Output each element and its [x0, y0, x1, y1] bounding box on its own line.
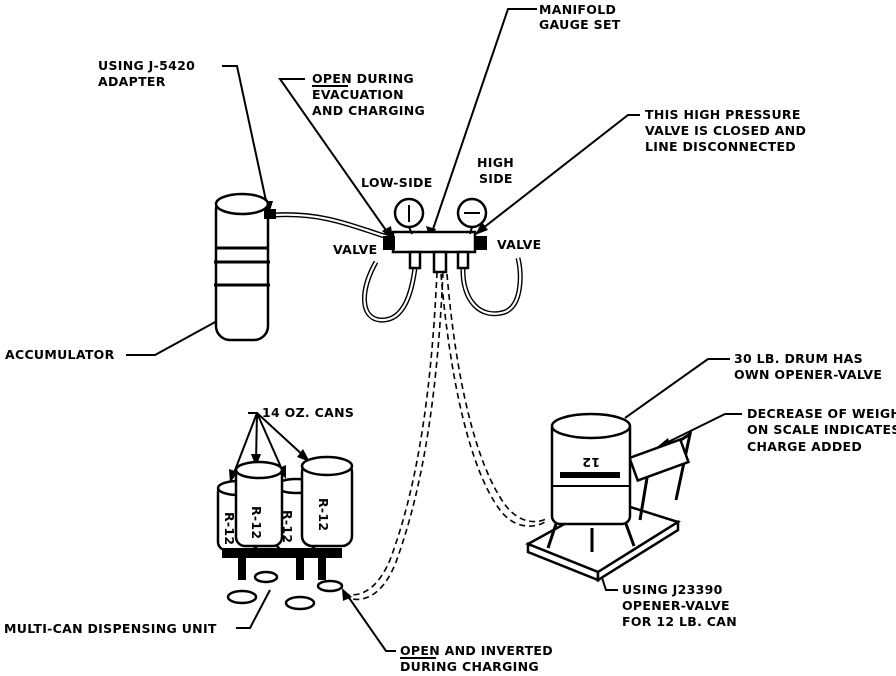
high-pressure-label-3: LINE DISCONNECTED	[645, 139, 796, 154]
center-fitting	[432, 250, 448, 274]
open-inverted-label-1: OPEN AND INVERTED	[400, 643, 553, 658]
adapter-leader	[222, 65, 269, 211]
open2-word: OPEN	[400, 643, 440, 658]
cans-arrowhead-4	[297, 449, 310, 462]
high-side-loop-hose	[460, 257, 523, 317]
drum-legs	[546, 523, 636, 552]
high-side-label-2: SIDE	[479, 171, 513, 186]
opener-label-1: USING J23390	[622, 582, 723, 597]
weight-label-3: CHARGE ADDED	[747, 439, 862, 454]
manifold-body	[391, 230, 477, 254]
can-label-3: R-12	[280, 510, 295, 543]
manifold-label-1: MANIFOLD	[539, 2, 616, 17]
cans-leader-3	[256, 412, 285, 475]
scale-dial	[627, 437, 691, 483]
can-valve-stem-3	[318, 558, 326, 580]
can-handle-1	[226, 589, 258, 605]
manifold-leader	[429, 8, 537, 239]
weight-label-1: DECREASE OF WEIGHT	[747, 406, 896, 421]
drum-on-scale: 12	[525, 412, 693, 583]
can-handle-3	[316, 579, 344, 593]
can-handle-2	[284, 595, 316, 611]
high-side-label-1: HIGH	[477, 155, 514, 170]
open-evac-label-2: EVACUATION	[312, 87, 404, 102]
low-side-label: LOW-SIDE	[361, 175, 433, 190]
low-fitting	[408, 250, 422, 270]
drum-number: 12	[582, 455, 600, 470]
drum-leader	[624, 358, 730, 419]
center-hose-to-drum	[440, 273, 546, 527]
can-4-top	[300, 455, 354, 477]
adapter-label-2: ADAPTER	[98, 74, 166, 89]
valve-left-label: VALVE	[333, 242, 377, 257]
cans-leader-2	[255, 412, 258, 463]
accumulator-top	[214, 192, 270, 216]
high-gauge-stem	[469, 226, 473, 235]
accumulator	[214, 192, 276, 342]
manifold-label-2: GAUGE SET	[539, 17, 621, 32]
open-during: DURING	[352, 71, 414, 86]
valve-right-label: VALVE	[497, 237, 541, 252]
can-2-top	[234, 460, 284, 480]
weight-label-2: ON SCALE INDICATES	[747, 422, 896, 437]
high-side-valve-knob	[475, 236, 487, 250]
drum-top	[550, 412, 632, 440]
can-valve-stem-1	[238, 558, 246, 580]
can-valve-stem-2	[296, 558, 304, 580]
cans-label: 14 OZ. CANS	[262, 405, 354, 420]
multi-can-unit: R-12 R-12 R-12 R-12	[216, 455, 354, 611]
high-pressure-arrowhead	[475, 222, 488, 235]
center-hose-to-cans	[341, 271, 438, 596]
multi-can-leader	[236, 589, 271, 629]
open-evac-leader	[278, 78, 391, 237]
weight-leader	[661, 413, 742, 446]
multi-can-label: MULTI-CAN DISPENSING UNIT	[4, 621, 217, 636]
accumulator-leader	[126, 314, 229, 356]
accumulator-label: ACCUMULATOR	[5, 347, 115, 362]
open-evac-label-1: OPEN DURING	[312, 71, 414, 86]
can-handle-4	[253, 570, 279, 584]
opener-label-3: FOR 12 LB. CAN	[622, 614, 737, 629]
high-pressure-label-2: VALVE IS CLOSED AND	[645, 123, 806, 138]
low-side-valve-knob	[383, 236, 395, 250]
open-inverted-leader	[344, 591, 396, 652]
cans-arrowhead-2	[251, 454, 261, 467]
cans-leader-4	[256, 412, 307, 459]
high-pressure-label-1: THIS HIGH PRESSURE	[645, 107, 801, 122]
low-gauge-stem	[408, 226, 413, 235]
open-evac-label-3: AND CHARGING	[312, 103, 425, 118]
open2-rest: AND INVERTED	[440, 643, 553, 658]
manifold-gauge-set	[383, 197, 488, 274]
drum-label-2: OWN OPENER-VALVE	[734, 367, 882, 382]
high-fitting	[456, 250, 470, 270]
labels: MANIFOLD GAUGE SET USING J-5420 ADAPTER …	[4, 2, 896, 674]
can-label-1: R-12	[222, 512, 237, 545]
drum-label-strip	[560, 472, 620, 478]
open-inverted-label-2: DURING CHARGING	[400, 659, 539, 674]
accumulator-body	[214, 194, 270, 342]
accumulator-hose	[273, 212, 399, 243]
opener-label-2: OPENER-VALVE	[622, 598, 730, 613]
adapter-label-1: USING J-5420	[98, 58, 195, 73]
can-label-2: R-12	[249, 506, 264, 539]
adapter-fitting	[264, 209, 276, 219]
can-valve-manifold	[222, 548, 342, 558]
drum-label-1: 30 LB. DRUM HAS	[734, 351, 863, 366]
can-label-4: R-12	[316, 498, 331, 531]
scale-side	[596, 519, 680, 583]
high-pressure-leader	[477, 114, 640, 233]
open-word: OPEN	[312, 71, 352, 86]
